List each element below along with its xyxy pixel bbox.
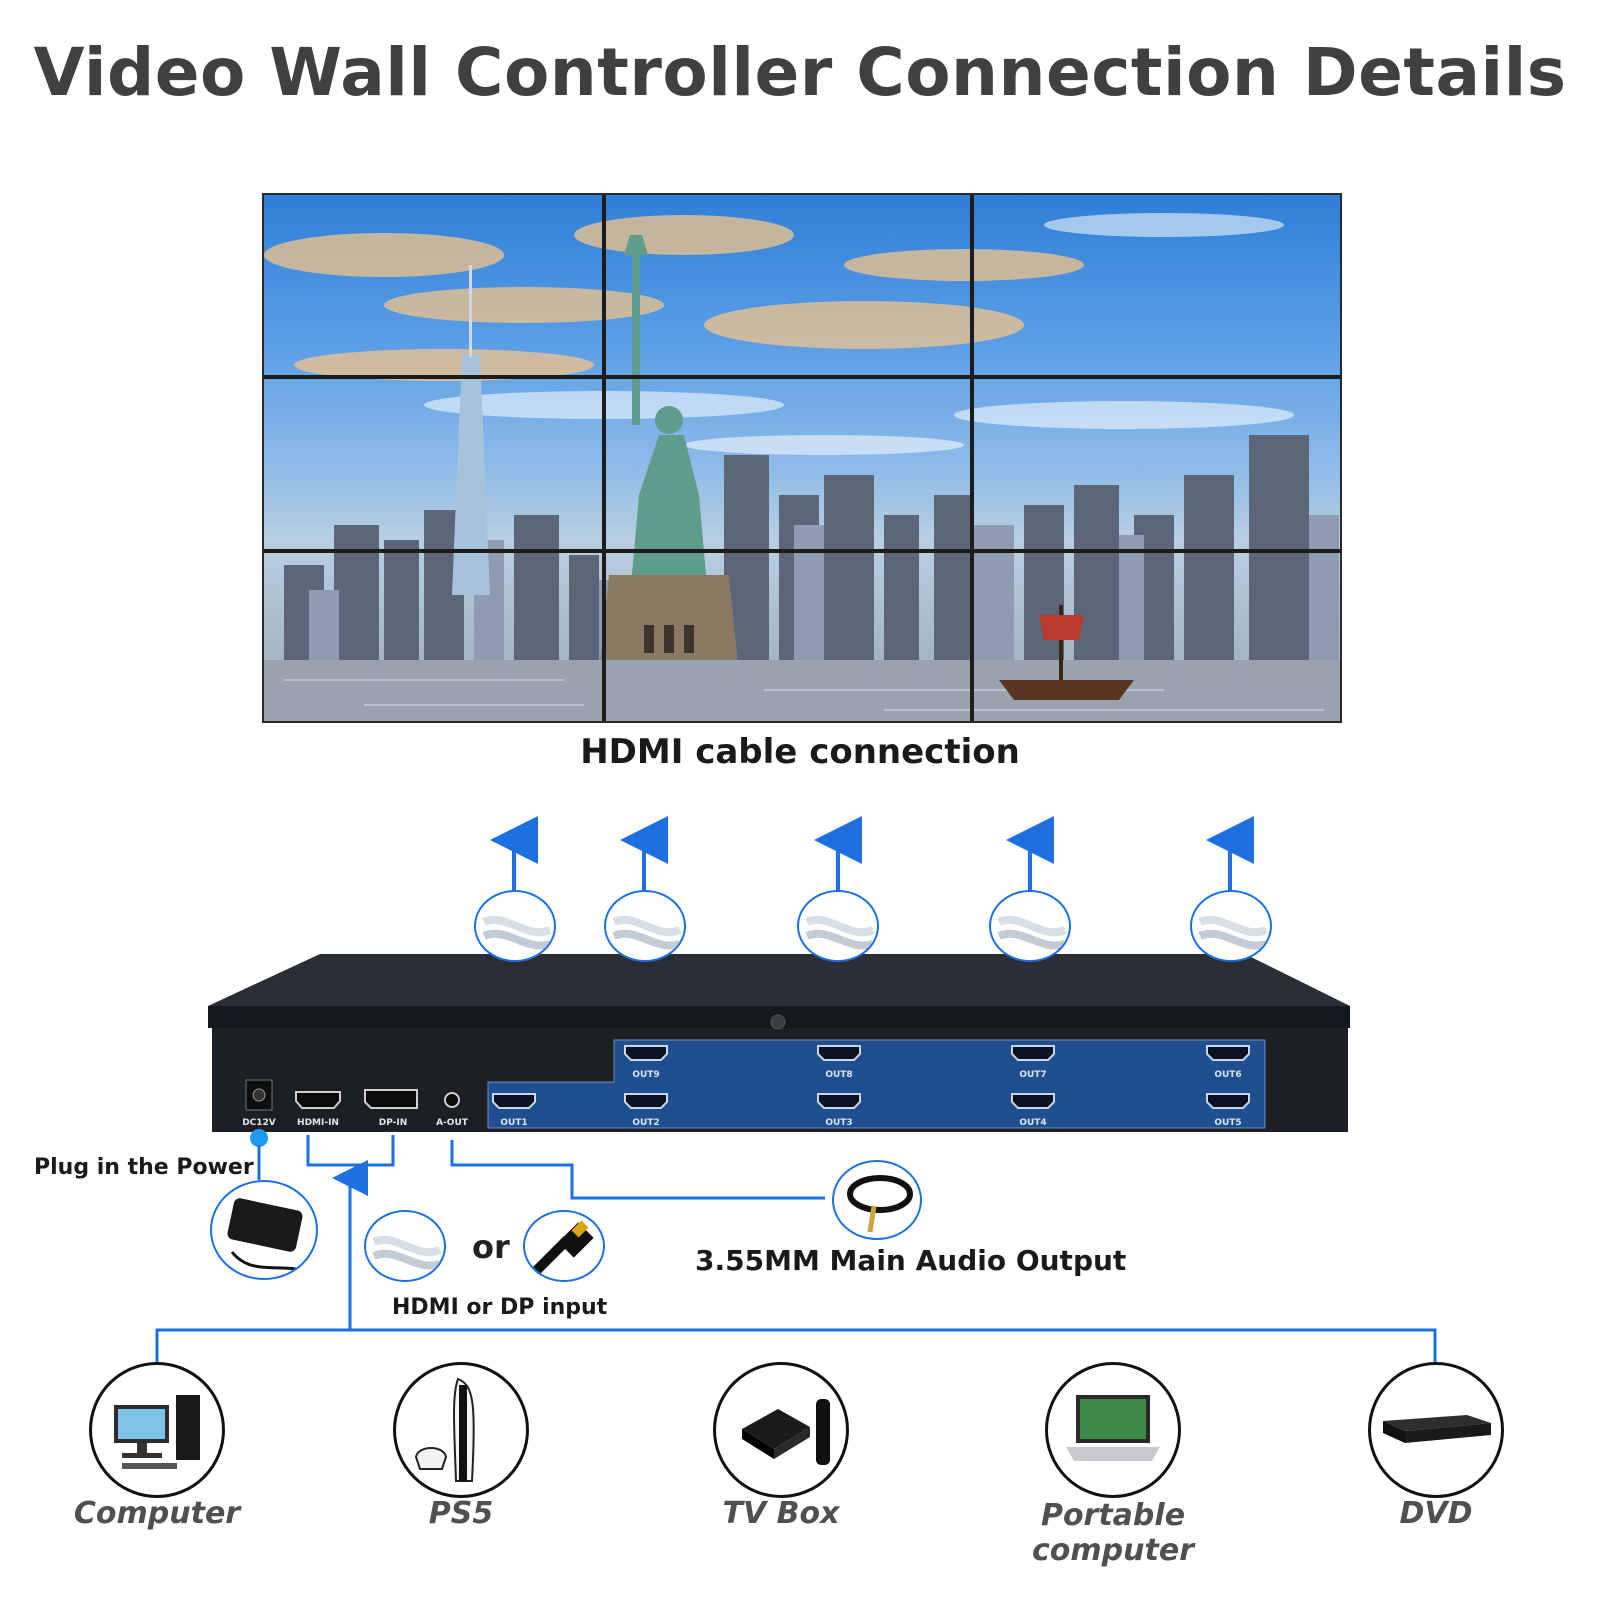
port-label-out5: OUT5: [1214, 1118, 1241, 1128]
hdmi-port-icon: [817, 1045, 861, 1061]
hdmi-cable-icon: [797, 890, 879, 962]
audio-cable-icon: [832, 1160, 922, 1240]
device-label-computer: Computer: [73, 1496, 241, 1531]
wall-bezel: [970, 195, 974, 721]
ps5-icon: [393, 1362, 529, 1498]
controller-top: [208, 954, 1350, 1006]
dp-in-port-icon: [364, 1089, 418, 1109]
hdmi-cable-icon: [604, 890, 686, 962]
power-adapter-icon: [210, 1180, 318, 1280]
laptop-icon: [1045, 1362, 1181, 1498]
dvd-player-icon: [1368, 1362, 1504, 1498]
port-label-out4: OUT4: [1019, 1118, 1046, 1128]
port-label-out9: OUT9: [632, 1070, 659, 1080]
rear-label-dp-in: DP-IN: [379, 1118, 408, 1128]
wall-bezel: [264, 549, 1340, 553]
video-wall-display: [262, 193, 1342, 723]
page-title: Video Wall Controller Connection Details: [33, 34, 1567, 111]
input-label: HDMI or DP input: [392, 1295, 608, 1320]
hdmi-port-icon: [624, 1093, 668, 1109]
hdmi-in-port-icon: [295, 1091, 341, 1109]
port-label-out8: OUT8: [825, 1070, 852, 1080]
port-label-out3: OUT3: [825, 1118, 852, 1128]
city-skyline-image: [264, 213, 1340, 721]
device-label-portable-computer: Portable computer: [1032, 1498, 1194, 1568]
hdmi-cable-icon: [1190, 890, 1272, 962]
device-label-ps5: PS5: [428, 1496, 494, 1531]
hdmi-cable-icon: [364, 1210, 446, 1282]
device-label-dvd: DVD: [1399, 1496, 1473, 1531]
or-text: or: [472, 1228, 510, 1266]
port-label-out2: OUT2: [632, 1118, 659, 1128]
port-label-out7: OUT7: [1019, 1070, 1046, 1080]
audio-jack-icon: [444, 1092, 460, 1108]
port-label-out1: OUT1: [500, 1118, 527, 1128]
hdmi-port-icon: [492, 1093, 536, 1109]
wall-caption: HDMI cable connection: [580, 732, 1020, 772]
port-label-out6: OUT6: [1214, 1070, 1241, 1080]
hdmi-port-icon: [1206, 1045, 1250, 1061]
hdmi-port-icon: [1011, 1093, 1055, 1109]
hdmi-port-icon: [624, 1045, 668, 1061]
power-dot-icon: [250, 1129, 268, 1147]
hdmi-cable-icon: [989, 890, 1071, 962]
tv-box-icon: [713, 1362, 849, 1498]
hdmi-port-icon: [1011, 1045, 1055, 1061]
dp-cable-icon: [523, 1210, 605, 1282]
hdmi-cable-icon: [474, 890, 556, 962]
device-label-tv-box: TV Box: [722, 1496, 840, 1531]
rear-label-hdmi-in: HDMI-IN: [297, 1118, 339, 1128]
computer-icon: [89, 1362, 225, 1498]
rear-label-dc: DC12V: [242, 1118, 276, 1128]
wall-bezel: [264, 375, 1340, 379]
rear-label-a-out: A-OUT: [436, 1118, 469, 1128]
hdmi-port-icon: [817, 1093, 861, 1109]
power-label: Plug in the Power: [34, 1155, 254, 1180]
hdmi-port-icon: [1206, 1093, 1250, 1109]
audio-label: 3.55MM Main Audio Output: [695, 1244, 1127, 1277]
output-panel: [487, 1039, 1266, 1129]
wall-bezel: [602, 195, 606, 721]
